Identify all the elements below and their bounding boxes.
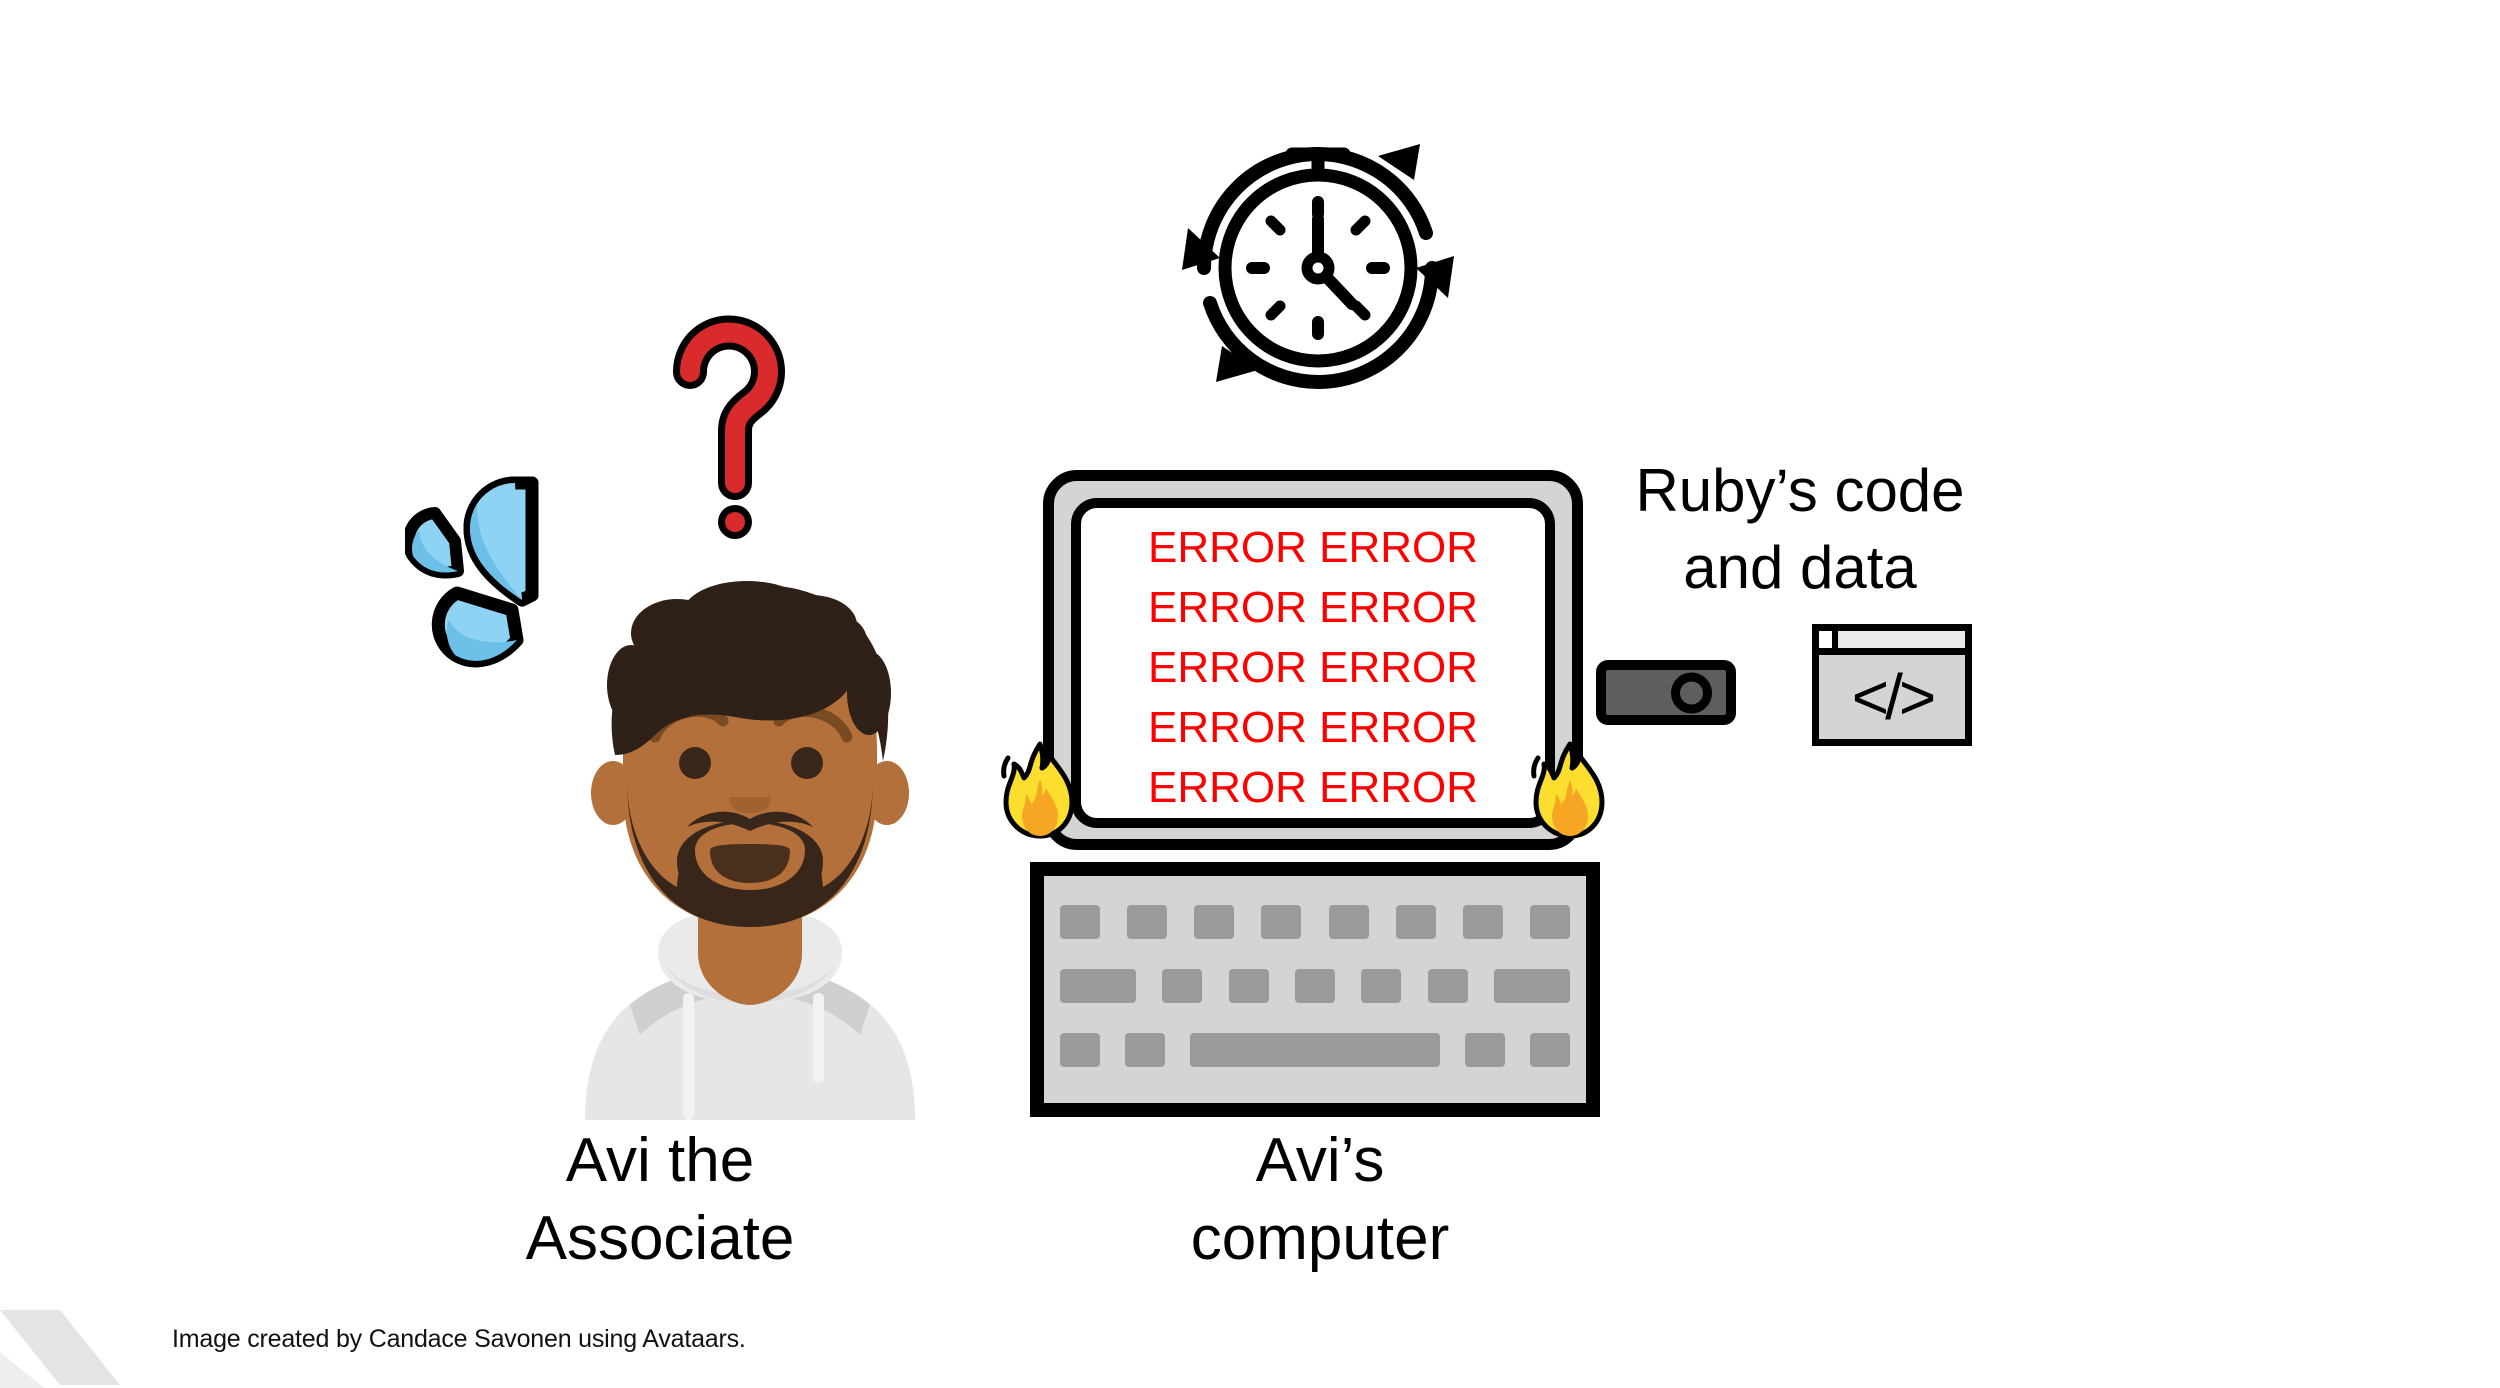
keyboard-row [1060, 958, 1578, 1014]
keyboard-key [1395, 905, 1444, 947]
keyboard-spacebar [1190, 1033, 1448, 1075]
watermark-shape [0, 1310, 120, 1388]
caption-computer: Avi’s computer [1190, 1126, 1450, 1273]
code-window-icon: </> [1812, 624, 1972, 746]
ruby-code-label: Ruby’s code and data [1635, 457, 1965, 601]
clock-refresh-icon [1182, 144, 1454, 389]
keyboard-key [1462, 905, 1511, 947]
keyboard-key [1125, 1033, 1173, 1075]
code-window-titlebar-box [1819, 631, 1838, 648]
keyboard [1030, 862, 1600, 1117]
error-line: ERROR ERROR [1147, 763, 1479, 812]
credit-text: Image created by Candace Savonen using A… [172, 1325, 746, 1353]
keyboard-key [1529, 905, 1578, 947]
error-line: ERROR ERROR [1147, 643, 1479, 692]
monitor-screen: ERROR ERROR ERROR ERROR ERROR ERROR ERRO… [1071, 498, 1555, 828]
keyboard-key [1530, 1033, 1578, 1075]
error-line: ERROR ERROR [1147, 523, 1479, 572]
keyboard-key [1194, 905, 1243, 947]
keyboard-key [1060, 905, 1108, 947]
keyboard-key [1361, 969, 1410, 1011]
error-line: ERROR ERROR [1147, 583, 1479, 632]
flame-icon [1531, 741, 1605, 839]
keyboard-key [1465, 1033, 1513, 1075]
usb-drive-icon [1596, 660, 1736, 725]
question-mark-icon [672, 315, 785, 539]
code-window-titlebar [1819, 631, 1965, 655]
sweat-drops-icon [405, 476, 539, 668]
error-line: ERROR ERROR [1147, 703, 1479, 752]
keyboard-key [1328, 905, 1377, 947]
keyboard-key [1228, 969, 1277, 1011]
keyboard-key [1493, 969, 1578, 1011]
keyboard-row [1060, 894, 1578, 950]
keyboard-key [1060, 1033, 1108, 1075]
keyboard-key [1060, 969, 1144, 1011]
keyboard-key [1162, 969, 1211, 1011]
code-window-titlebar-strip [1838, 631, 1965, 648]
keyboard-row [1060, 1022, 1578, 1078]
keyboard-key [1427, 969, 1476, 1011]
keyboard-key [1127, 905, 1176, 947]
code-brackets-glyph: </> [1851, 661, 1937, 733]
keyboard-key [1294, 969, 1343, 1011]
usb-hole [1671, 672, 1712, 713]
keyboard-key [1261, 905, 1310, 947]
caption-avatar: Avi the Associate [525, 1126, 795, 1273]
flame-icon [1001, 741, 1075, 839]
error-output: ERROR ERROR ERROR ERROR ERROR ERROR ERRO… [1081, 508, 1545, 818]
avatar [585, 581, 915, 1120]
